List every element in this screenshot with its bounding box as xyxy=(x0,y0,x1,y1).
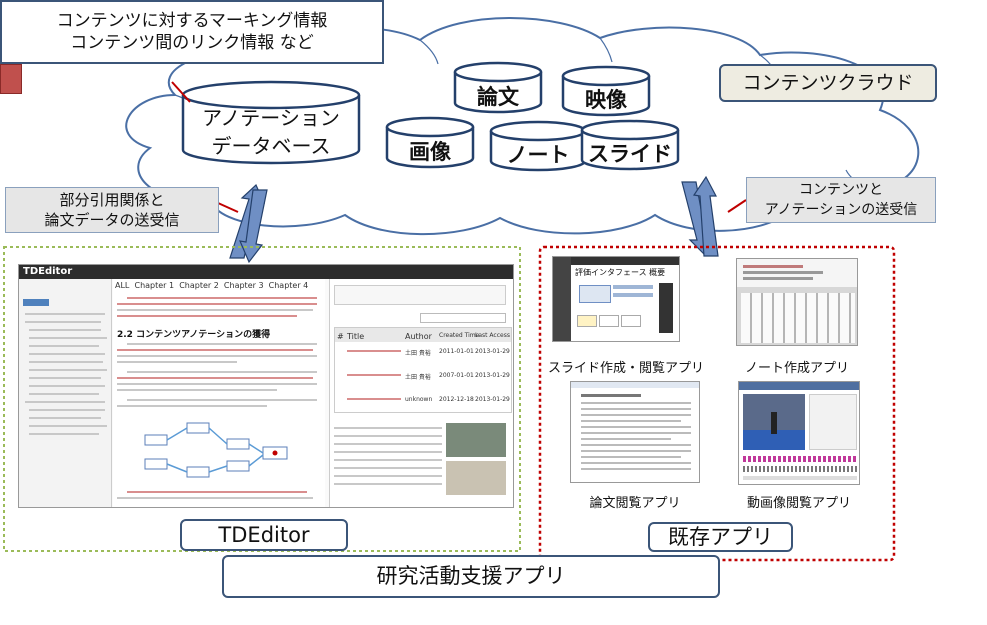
note-app-keyboard[interactable] xyxy=(741,293,855,343)
row3-author: unknown xyxy=(405,396,432,403)
partial-citation-line2: 論文データの送受信 xyxy=(6,210,218,230)
tdeditor-tabs: ALL Chapter 1 Chapter 2 Chapter 3 Chapte… xyxy=(115,281,308,290)
preview-thumb-1[interactable] xyxy=(446,423,506,457)
slide-app-sidebar xyxy=(553,257,571,342)
annotation-db-line2: データベース xyxy=(185,132,357,160)
tdeditor-topbar: TDEditor xyxy=(19,265,513,279)
row1-last-access: 2013-01-29 xyxy=(475,348,510,355)
row1-author: 土田 貴裕 xyxy=(405,348,431,357)
col-header-num: # xyxy=(337,332,344,341)
annotation-exchange-line1: コンテンツと xyxy=(747,180,935,200)
row2-last-access: 2013-01-29 xyxy=(475,372,510,379)
row3-last-access: 2013-01-29 xyxy=(475,396,510,403)
add-chapter-button[interactable] xyxy=(23,299,49,306)
video-app-caption: 動画像閲覧アプリ xyxy=(734,492,864,511)
note-app-screenshot xyxy=(736,258,858,346)
annotation-exchange-line2: アノテーションの送受信 xyxy=(747,200,935,220)
tab-chapter-3[interactable]: Chapter 3 xyxy=(224,281,264,290)
partial-citation-callout: 部分引用関係と 論文データの送受信 xyxy=(5,187,219,233)
paper-cylinder-label: 論文 xyxy=(455,81,541,111)
tab-chapter-1[interactable]: Chapter 1 xyxy=(134,281,174,290)
marking-info-line2: コンテンツ間のリンク情報 など xyxy=(2,32,382,54)
annotation-exchange-callout: コンテンツと アノテーションの送受信 xyxy=(746,177,936,223)
row1-created: 2011-01-01 xyxy=(439,348,474,355)
image-cylinder-label: 画像 xyxy=(387,136,473,166)
tab-chapter-4[interactable]: Chapter 4 xyxy=(269,281,309,290)
marking-info-line1: コンテンツに対するマーキング情報 xyxy=(2,10,382,32)
video-cylinder-label: 映像 xyxy=(563,84,649,114)
content-cloud-label: コンテンツクラウド xyxy=(719,64,937,102)
existing-apps-label: 既存アプリ xyxy=(648,522,793,552)
annotation-db-line1: アノテーション xyxy=(185,104,357,132)
col-header-title: Title xyxy=(347,332,364,341)
search-field[interactable] xyxy=(420,313,506,323)
tdeditor-label: TDEditor xyxy=(180,519,348,551)
video-app-screenshot xyxy=(738,381,860,485)
tdeditor-screenshot: TDEditor ALL Chapter 1 Chapter 2 Chapter… xyxy=(18,264,514,508)
tdeditor-document: ALL Chapter 1 Chapter 2 Chapter 3 Chapte… xyxy=(113,279,325,507)
slide-app-caption: スライド作成・閲覧アプリ xyxy=(548,357,690,376)
tdeditor-reference-panel: # Title Author Created Time Last Access … xyxy=(329,279,513,507)
section-heading: 2.2 コンテンツアノテーションの獲得 xyxy=(117,327,270,340)
research-support-apps-label: 研究活動支援アプリ xyxy=(222,555,720,598)
tdeditor-logo: TDEditor xyxy=(23,265,72,279)
note-cylinder-label: ノート xyxy=(491,139,585,169)
row2-created: 2007-01-01 xyxy=(439,372,474,379)
paper-app-caption: 論文閲覧アプリ xyxy=(570,492,700,511)
col-header-created: Created Time xyxy=(439,332,479,339)
tdeditor-sidebar xyxy=(19,279,112,507)
callout-red-tab xyxy=(0,64,22,94)
video-timeline[interactable] xyxy=(743,456,857,462)
slide-app-title: 評価インタフェース 概要 xyxy=(575,267,665,278)
filter-bar[interactable] xyxy=(334,285,506,305)
slide-cylinder-label: スライド xyxy=(582,138,678,168)
row3-created: 2012-12-18 xyxy=(439,396,474,403)
slide-app-screenshot: 評価インタフェース 概要 xyxy=(552,256,680,342)
row2-author: 土田 貴裕 xyxy=(405,372,431,381)
paper-app-screenshot xyxy=(570,381,700,483)
document-figure xyxy=(143,415,303,481)
tab-chapter-2[interactable]: Chapter 2 xyxy=(179,281,219,290)
tab-all[interactable]: ALL xyxy=(115,281,129,290)
video-player[interactable] xyxy=(743,394,805,450)
reference-table: # Title Author Created Time Last Access … xyxy=(334,327,512,413)
note-app-caption: ノート作成アプリ xyxy=(736,357,858,376)
preview-thumb-2[interactable] xyxy=(446,461,506,495)
marking-info-callout: コンテンツに対するマーキング情報 コンテンツ間のリンク情報 など xyxy=(0,0,384,64)
col-header-last-access: Last Access xyxy=(475,332,510,339)
annotation-db-label: アノテーション データベース xyxy=(185,104,357,160)
partial-citation-line1: 部分引用関係と xyxy=(6,190,218,210)
col-header-author: Author xyxy=(405,332,432,341)
